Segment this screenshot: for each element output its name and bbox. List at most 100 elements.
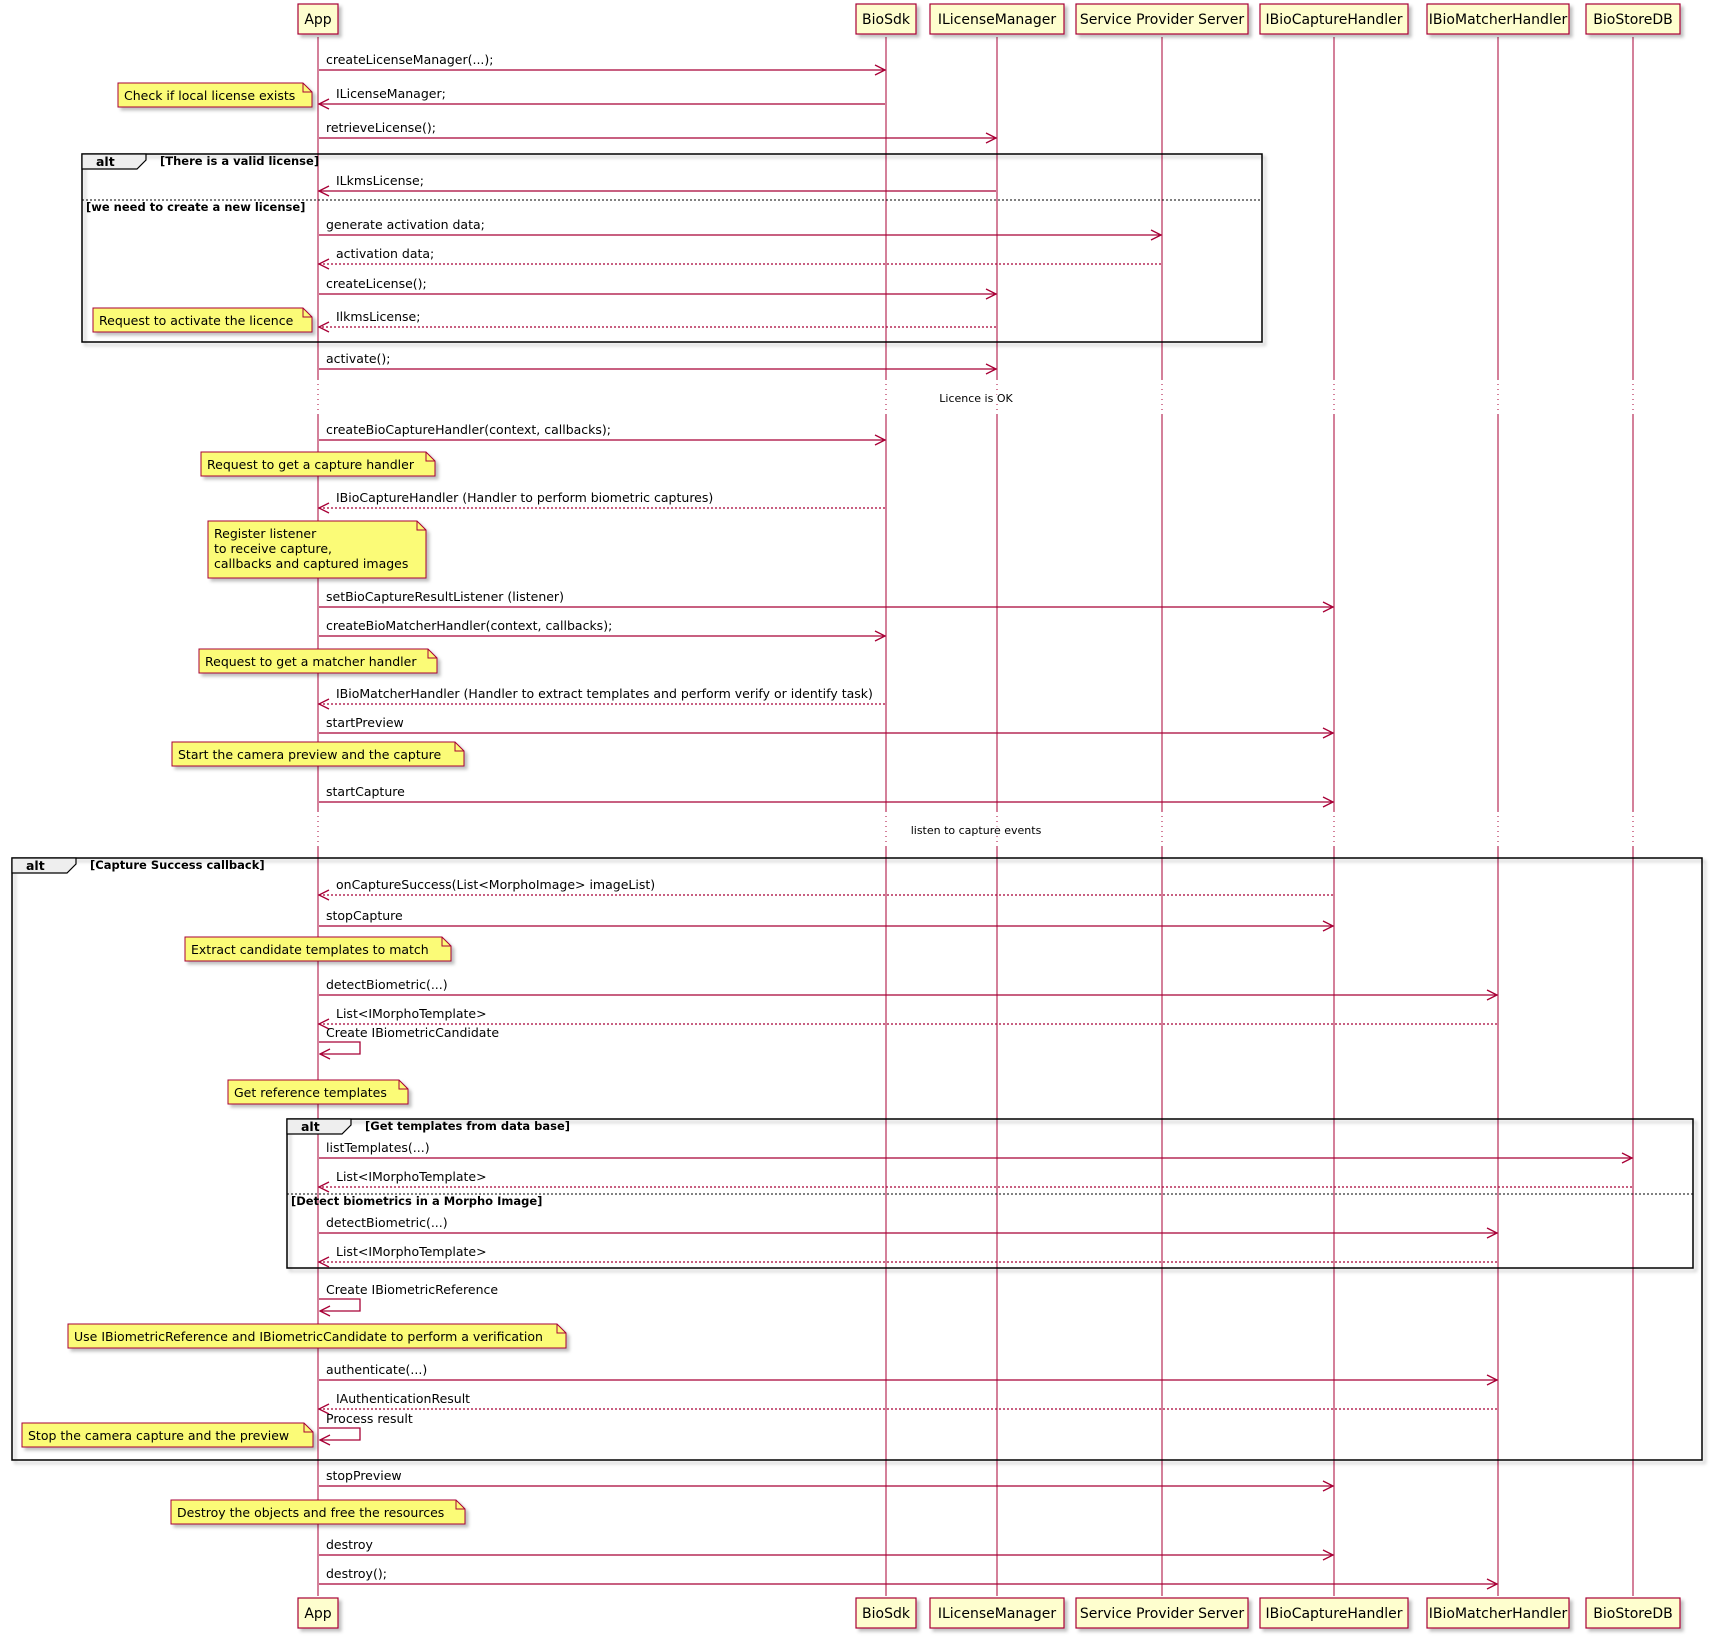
message-label: detectBiometric(...) [326,1215,448,1230]
message-label: IBioCaptureHandler (Handler to perform b… [336,490,713,505]
alt-fragment-1: alt[Capture Success callback] [11,857,1703,1461]
lifeline-gap [314,811,322,847]
fragment-tab [81,153,147,170]
note-fold [556,1324,566,1334]
message-label: activate(); [326,351,391,366]
note-text: Register listener [214,526,317,541]
note-text: Request to activate the licence [99,313,294,328]
delay-divider-0: Licence is OK [314,379,1637,415]
participant-box [1585,3,1681,35]
note-text: Stop the camera capture and the preview [28,1428,289,1443]
note-box [171,741,465,767]
lifeline-gap [1158,811,1166,847]
fragment-keyword: alt [96,154,115,169]
message-label: IBioMatcherHandler (Handler to extract t… [336,686,873,701]
message-16: onCaptureSuccess(List<MorphoImage> image… [319,877,1333,895]
fragments-layer: alt[There is a valid license][we need to… [11,153,1703,1461]
lifeline-gap [882,379,890,415]
note-fold [441,937,451,947]
message-22: List<IMorphoTemplate> [319,1169,1632,1187]
message-6: createLicense(); [319,276,996,294]
message-17: stopCapture [319,908,1333,926]
note-box [227,1079,409,1105]
message-label: IAuthenticationResult [336,1391,470,1406]
participant-bottom-6: BioStoreDB [1585,1597,1681,1629]
dividers-layer: Licence is OK listen to capture events [314,379,1637,847]
note-text: Request to get a capture handler [207,457,415,472]
message-2: retrieveLicense(); [319,120,996,138]
message-label: ILkmsLicense; [336,173,424,188]
note-fold [302,83,312,93]
lifeline-gap [1494,811,1502,847]
message-label: List<IMorphoTemplate> [336,1006,487,1021]
note-fold [455,1500,465,1510]
message-label: createLicenseManager(...); [326,52,493,67]
note-2: Request to get a capture handler [200,451,436,477]
participant-label: BioSdk [862,12,911,28]
message-14: startPreview [319,715,1333,733]
participant-top-1: BioSdk [855,3,917,35]
note-box [117,82,313,108]
lifelines-layer [317,37,1634,1596]
message-10: IBioCaptureHandler (Handler to perform b… [319,490,885,508]
message-20: Create IBiometricCandidate [319,1025,499,1054]
lifeline-gap [1629,811,1637,847]
note-fold [302,308,312,318]
participant-label: IBioCaptureHandler [1266,1606,1403,1622]
note-0: Check if local license exists [117,82,313,108]
message-28: Process result [319,1411,413,1440]
note-box [184,936,452,962]
fragment-condition: [we need to create a new license] [86,200,305,214]
message-label: onCaptureSuccess(List<MorphoImage> image… [336,877,655,892]
lifeline-gap [1330,811,1338,847]
participant-box [1259,3,1409,35]
message-label: IlkmsLicense; [336,309,420,324]
message-label: startCapture [326,784,405,799]
note-7: Get reference templates [227,1079,409,1105]
note-fold [427,649,437,659]
message-31: destroy(); [319,1566,1497,1584]
delay-label: listen to capture events [911,824,1042,837]
note-box [67,1323,567,1349]
fragment-tab [286,1118,352,1135]
message-label: List<IMorphoTemplate> [336,1169,487,1184]
note-text: Get reference templates [234,1085,387,1100]
participant-bottom-2: ILicenseManager [929,1597,1065,1629]
note-text: Check if local license exists [124,88,295,103]
participant-bottom-3: Service Provider Server [1075,1597,1249,1629]
participant-label: IBioMatcherHandler [1429,1606,1568,1622]
lifeline-gap [1158,379,1166,415]
message-label: activation data; [336,246,434,261]
message-25: Create IBiometricReference [319,1282,498,1311]
message-29: stopPreview [319,1468,1333,1486]
message-label: destroy [326,1537,374,1552]
note-box [170,1499,466,1525]
message-11: setBioCaptureResultListener (listener) [319,589,1333,607]
participant-box [1426,3,1570,35]
participant-label: BioSdk [862,1606,911,1622]
message-4: generate activation data; [319,217,1161,235]
note-box [92,307,313,333]
message-5: activation data; [319,246,1161,264]
message-13: IBioMatcherHandler (Handler to extract t… [319,686,885,704]
message-label: setBioCaptureResultListener (listener) [326,589,564,604]
note-10: Destroy the objects and free the resourc… [170,1499,466,1525]
note-fold [398,1080,408,1090]
message-label: generate activation data; [326,217,485,232]
fragment-condition: [Get templates from data base] [365,1119,570,1133]
note-text: Extract candidate templates to match [191,942,429,957]
message-label: listTemplates(...) [326,1140,430,1155]
participant-label: BioStoreDB [1593,1606,1672,1622]
message-label: destroy(); [326,1566,387,1581]
fragment-tab [11,857,77,874]
participant-box [1075,1597,1249,1629]
message-26: authenticate(...) [319,1362,1497,1380]
participant-label: ILicenseManager [938,12,1057,28]
lifeline-gap [1629,379,1637,415]
message-23: detectBiometric(...) [319,1215,1497,1233]
fragment-condition: [Detect biometrics in a Morpho Image] [291,1194,542,1208]
participant-box [855,1597,917,1629]
message-label: startPreview [326,715,404,730]
